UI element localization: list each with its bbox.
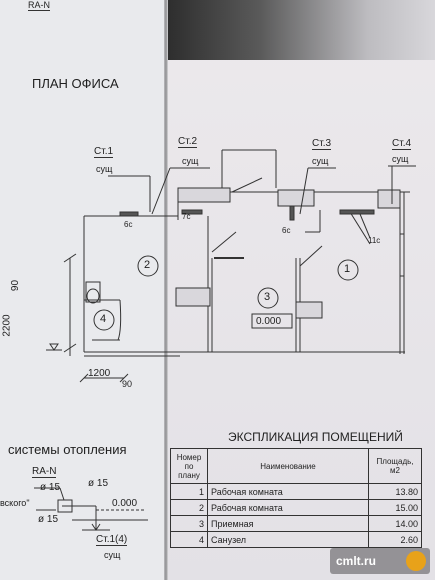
dim-height: 2200 [1,314,13,337]
header-number: Номер по плану [170,448,208,484]
radiator-label-3: 6с [282,226,291,235]
heating-level: 0.000 [112,498,138,509]
radiator-label-1: 6с [124,220,133,229]
row-name: Санузел [207,531,369,548]
room-number-4: 4 [100,313,107,325]
riser-sub-2: сущ [182,156,199,166]
riser-label-2: Ст.2 [178,136,198,148]
table-row: 2 Рабочая комната 15.00 [170,499,422,516]
dim-wall-left: 90 [10,279,22,292]
row-name: Рабочая комната [207,499,369,516]
left-sheet [0,0,166,580]
row-number: 1 [170,483,208,500]
logo-icon [406,551,426,571]
pipe-diameter-3: ø 15 [38,514,59,525]
plan-title: ПЛАН ОФИСА [32,76,119,91]
row-area: 2.60 [368,531,422,548]
row-name: Приемная [207,515,369,532]
heating-riser: Ст.1(4) [96,534,128,546]
heating-code: RA-N [32,466,57,478]
paper-fold [164,0,168,580]
riser-label-3: Ст.3 [312,138,332,150]
table-row: 1 Рабочая комната 13.80 [170,483,422,500]
row-area: 15.00 [368,499,422,516]
riser-label-4: Ст.4 [392,138,412,150]
table-header-row: Номер по плану Наименование Площадь, м2 [170,448,422,484]
heating-title: системы отопления [8,442,127,457]
header-code: RA-N [28,0,50,11]
shadow-area [166,0,435,60]
pipe-diameter-2: ø 15 [88,478,109,489]
table-row: 4 Санузел 2.60 [170,531,422,548]
riser-sub-4: сущ [392,154,409,164]
row-name: Рабочая комната [207,483,369,500]
table-row: 3 Приемная 14.00 [170,515,422,532]
row-number: 3 [170,515,208,532]
radiator-label-4: 11с [368,236,381,245]
explication-table: Номер по плану Наименование Площадь, м2 … [170,448,422,548]
dim-width: 1200 [88,368,111,379]
row-number: 4 [170,531,208,548]
room-number-3: 3 [264,291,271,303]
header-name: Наименование [207,448,369,484]
row-area: 13.80 [368,483,422,500]
row-number: 2 [170,499,208,516]
watermark-badge: cmlt.ru [330,548,430,574]
pipe-diameter-1: ø 15 [40,482,61,493]
room-number-2: 2 [144,259,151,271]
riser-sub-1: сущ [96,164,113,174]
header-area: Площадь, м2 [368,448,422,484]
dim-wall-bottom: 90 [122,379,133,389]
watermark-text: cmlt.ru [336,554,377,568]
explication-title: ЭКСПЛИКАЦИЯ ПОМЕЩЕНИЙ [228,430,403,444]
row-area: 14.00 [368,515,422,532]
riser-sub-3: сущ [312,156,329,166]
room-number-1: 1 [344,263,351,275]
riser-label-1: Ст.1 [94,146,114,158]
radiator-label-2: 7с [182,212,191,221]
elevation-mark: 0.000 [256,316,282,327]
heating-riser-sub: сущ [104,550,121,560]
heating-fragment: вского" [0,498,30,508]
